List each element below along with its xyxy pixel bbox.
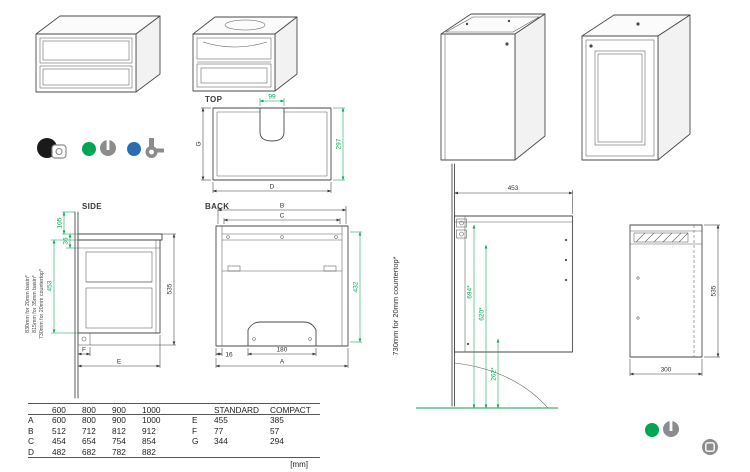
front-installation-drawing: 730mm for 20mm countertop* 453 694* 620* [391, 163, 573, 409]
install-note-basin-20: 830mm for 20mm basin* [25, 275, 31, 333]
table-cell: 812 [112, 425, 126, 436]
dim-a: A [280, 359, 285, 366]
table-header-cell: 600 [52, 404, 66, 415]
table-cell: 512 [52, 425, 66, 436]
table-cell: 344 [214, 436, 228, 447]
table-cell: 782 [112, 446, 126, 457]
table-cell: 912 [142, 425, 156, 436]
row-label: C [28, 436, 34, 447]
table-cell: 682 [82, 446, 96, 457]
back-view-label: BACK [205, 202, 229, 211]
dim-36: 36 [63, 237, 70, 245]
row-label: F [192, 425, 198, 436]
base-cabinet-iso-drawing [440, 13, 546, 161]
table-cell: 712 [82, 425, 96, 436]
dim-694: 694* [467, 285, 474, 299]
table-row: D 482 682 782 882 [28, 447, 320, 458]
table-header-cell: COMPACT [270, 404, 311, 415]
dim-e: E [117, 359, 122, 366]
table-cell: 900 [112, 415, 126, 426]
dim-535: 535 [167, 283, 174, 294]
dim-180: 180 [277, 347, 288, 354]
countertop-badge-icon [51, 144, 67, 159]
dim-b: B [280, 203, 284, 210]
table-header-cell: 800 [82, 404, 96, 415]
row-label: A [28, 415, 34, 426]
row-label: E [192, 415, 198, 426]
table-cell: 882 [142, 446, 156, 457]
countertop-height-note: 730mm for 20mm countertop* [391, 256, 400, 355]
row-label: G [192, 436, 199, 447]
top-view-drawing: TOP 99 297 G D [196, 94, 345, 193]
table-cell: 454 [52, 436, 66, 447]
table-header-cell: 900 [112, 404, 126, 415]
trap-icon [145, 138, 164, 158]
dim-432: 432 [353, 281, 360, 292]
dim-16: 16 [225, 352, 233, 359]
dim-262: 262* [491, 367, 498, 381]
green-dot [82, 142, 96, 156]
base-cabinet-door-iso-drawing [581, 14, 691, 161]
table-cell: 800 [82, 415, 96, 426]
table-cell: 77 [214, 425, 224, 436]
vanity-iso-open-drawing [192, 16, 298, 92]
variant-option-legend [645, 421, 718, 455]
table-body: A 600 800 900 1000 E 455 385 B 512 712 8… [28, 415, 320, 458]
hinge-symbols [456, 218, 467, 239]
table-row: C 454 654 754 854 G 344 294 [28, 436, 320, 447]
table-cell: 1000 [142, 415, 161, 426]
dim-cutout-width: 99 [268, 94, 276, 101]
units-label: [mm] [290, 460, 308, 469]
table-row: A 600 800 900 1000 E 455 385 [28, 415, 320, 426]
table-header-row: 600 800 900 1000 STANDARD COMPACT [28, 403, 320, 415]
table-header-cell: 1000 [142, 404, 161, 415]
row-label: B [28, 425, 34, 436]
table-cell: 854 [142, 436, 156, 447]
vanity-iso-closed-drawing [35, 15, 161, 93]
blue-dot [127, 142, 141, 156]
install-note-basin-35: 815mm for 35mm basin* [32, 275, 38, 333]
table-cell: 482 [52, 446, 66, 457]
dim-300: 300 [661, 367, 672, 374]
table-header-cell: STANDARD [214, 404, 260, 415]
dim-105: 105 [57, 217, 64, 228]
dim-c: C [280, 213, 285, 220]
row-label: D [28, 446, 34, 457]
side-profile-drawing: 535 300 [629, 224, 720, 376]
table-cell: 600 [52, 415, 66, 426]
dim-depth: 297 [336, 138, 343, 149]
table-cell: 385 [270, 415, 284, 426]
tap-hole-icon [663, 421, 679, 437]
dim-g: G [196, 141, 203, 146]
dim-620: 620* [479, 307, 486, 321]
side-view-label: SIDE [82, 202, 102, 211]
green-dot [645, 423, 659, 437]
top-view-label: TOP [205, 95, 223, 104]
dim-d: D [270, 184, 275, 191]
install-note-countertop: 730mm for 20mm countertop* [39, 269, 45, 339]
back-view-drawing: BACK B C 432 16 [205, 202, 362, 368]
table-cell: 294 [270, 436, 284, 447]
side-view-drawing: SIDE 830mm for 20mm basin* 815mm for 35m… [25, 202, 176, 399]
table-cell: 754 [112, 436, 126, 447]
tap-hole-icon [100, 140, 116, 156]
dim-535-right: 535 [711, 285, 718, 296]
dimension-table: 600 800 900 1000 STANDARD COMPACT A 600 … [28, 403, 320, 469]
runner-hatch [633, 232, 689, 243]
table-cell: 654 [82, 436, 96, 447]
dim-width-453: 453 [508, 185, 519, 192]
countertop-badge-icon [702, 439, 718, 455]
table-row: B 512 712 812 912 F 77 57 [28, 426, 320, 437]
product-option-legend [37, 138, 164, 159]
dim-453: 453 [47, 280, 54, 291]
table-cell: 455 [214, 415, 228, 426]
table-cell: 57 [270, 425, 280, 436]
dim-f: F [82, 347, 86, 354]
